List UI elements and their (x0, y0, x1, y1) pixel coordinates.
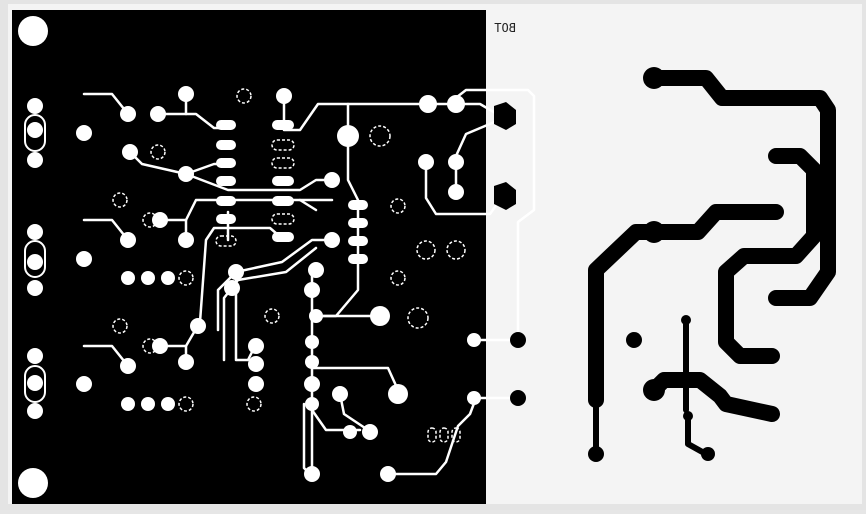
layer-label: BOT (494, 21, 516, 35)
left-connector-outlines (24, 114, 46, 403)
power-traces (588, 70, 836, 457)
edge-pads (494, 102, 526, 406)
power-pads (588, 67, 715, 462)
pads-on-copper (120, 86, 481, 482)
unconnected-pads (112, 88, 466, 443)
mounting-holes (18, 16, 48, 498)
left-connectors (27, 98, 92, 419)
ic-pads (216, 120, 368, 264)
